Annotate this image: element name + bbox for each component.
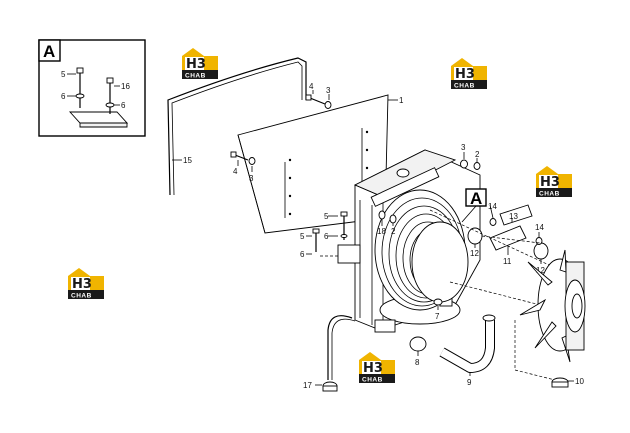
svg-text:CHAB: CHAB bbox=[71, 293, 92, 300]
callout-12: 12 bbox=[470, 249, 479, 258]
drain-hose: 17 bbox=[303, 315, 356, 392]
callout-1: 1 bbox=[399, 96, 404, 105]
svg-text:CHAB: CHAB bbox=[185, 73, 206, 80]
callout-5: 5 bbox=[61, 70, 66, 79]
washer bbox=[75, 93, 85, 99]
callout-4: 4 bbox=[233, 167, 238, 176]
callout-9: 9 bbox=[467, 378, 472, 387]
callout-17: 17 bbox=[303, 381, 312, 390]
watermark-logo: H3 CHAB bbox=[451, 58, 487, 90]
callout-11: 11 bbox=[503, 257, 512, 266]
fittings-left: 18 2 bbox=[377, 210, 397, 236]
svg-text:H3: H3 bbox=[455, 67, 475, 82]
watermark-logo: H3 CHAB bbox=[536, 166, 572, 198]
callout-15: 15 bbox=[183, 156, 192, 165]
callout-5: 5 bbox=[324, 212, 329, 221]
callout-7: 7 bbox=[435, 312, 440, 321]
svg-text:H3: H3 bbox=[363, 361, 383, 376]
callout-14: 14 bbox=[535, 223, 544, 232]
callout-5: 5 bbox=[300, 232, 305, 241]
washer bbox=[105, 102, 115, 108]
filler-cap bbox=[396, 168, 410, 178]
detail-label: A bbox=[43, 42, 55, 61]
svg-text:CHAB: CHAB bbox=[539, 191, 560, 198]
clamp-10: 10 bbox=[551, 377, 584, 388]
callout-3: 3 bbox=[249, 174, 254, 183]
callout-2: 2 bbox=[391, 227, 396, 236]
callout-13: 13 bbox=[509, 212, 518, 221]
callout-8: 8 bbox=[415, 358, 420, 367]
svg-text:H3: H3 bbox=[186, 57, 206, 72]
callout-16: 16 bbox=[121, 82, 130, 91]
fan-shroud bbox=[374, 189, 469, 311]
view-marker-label: A bbox=[470, 189, 482, 208]
detail-view-a: A 5 6 16 6 bbox=[38, 39, 146, 137]
svg-text:H3: H3 bbox=[72, 277, 92, 292]
callout-6: 6 bbox=[300, 250, 305, 259]
callout-4: 4 bbox=[309, 82, 314, 91]
watermark-logo: H3 CHAB bbox=[68, 268, 104, 300]
lower-hose: 7 8 9 bbox=[409, 298, 496, 387]
detail-label-box bbox=[38, 39, 61, 62]
seal-strip: 15 bbox=[167, 57, 307, 196]
view-marker-a: A bbox=[461, 188, 487, 223]
callout-6: 6 bbox=[324, 232, 329, 241]
bolt-head bbox=[106, 77, 114, 84]
callout-12: 12 bbox=[536, 266, 545, 275]
callout-3: 3 bbox=[326, 86, 331, 95]
callout-3: 3 bbox=[461, 143, 466, 152]
guide-lines bbox=[429, 209, 561, 381]
cooling-fan bbox=[519, 249, 586, 363]
callout-2: 2 bbox=[475, 150, 480, 159]
bolt-set-left: 4 3 bbox=[230, 151, 256, 183]
callout-18: 18 bbox=[377, 227, 386, 236]
upper-hose: 14 13 14 12 11 12 bbox=[467, 202, 549, 275]
callout-6: 6 bbox=[121, 101, 126, 110]
bolt-set-upper: 4 3 bbox=[305, 82, 332, 109]
mounting-plate bbox=[68, 111, 129, 124]
svg-text:CHAB: CHAB bbox=[362, 377, 383, 384]
watermark-logo: H3 CHAB bbox=[182, 48, 218, 80]
fittings-upper: 3 2 bbox=[460, 143, 481, 170]
watermark-logo: H3 CHAB bbox=[359, 352, 395, 384]
callout-6: 6 bbox=[61, 92, 66, 101]
bracket-bolts: 5 6 5 6 bbox=[300, 211, 361, 264]
bolt-head bbox=[76, 67, 84, 74]
svg-text:H3: H3 bbox=[540, 175, 560, 190]
svg-text:CHAB: CHAB bbox=[454, 83, 475, 90]
shroud-plate: 1 bbox=[237, 94, 404, 234]
callout-14: 14 bbox=[488, 202, 497, 211]
callout-10: 10 bbox=[575, 377, 584, 386]
